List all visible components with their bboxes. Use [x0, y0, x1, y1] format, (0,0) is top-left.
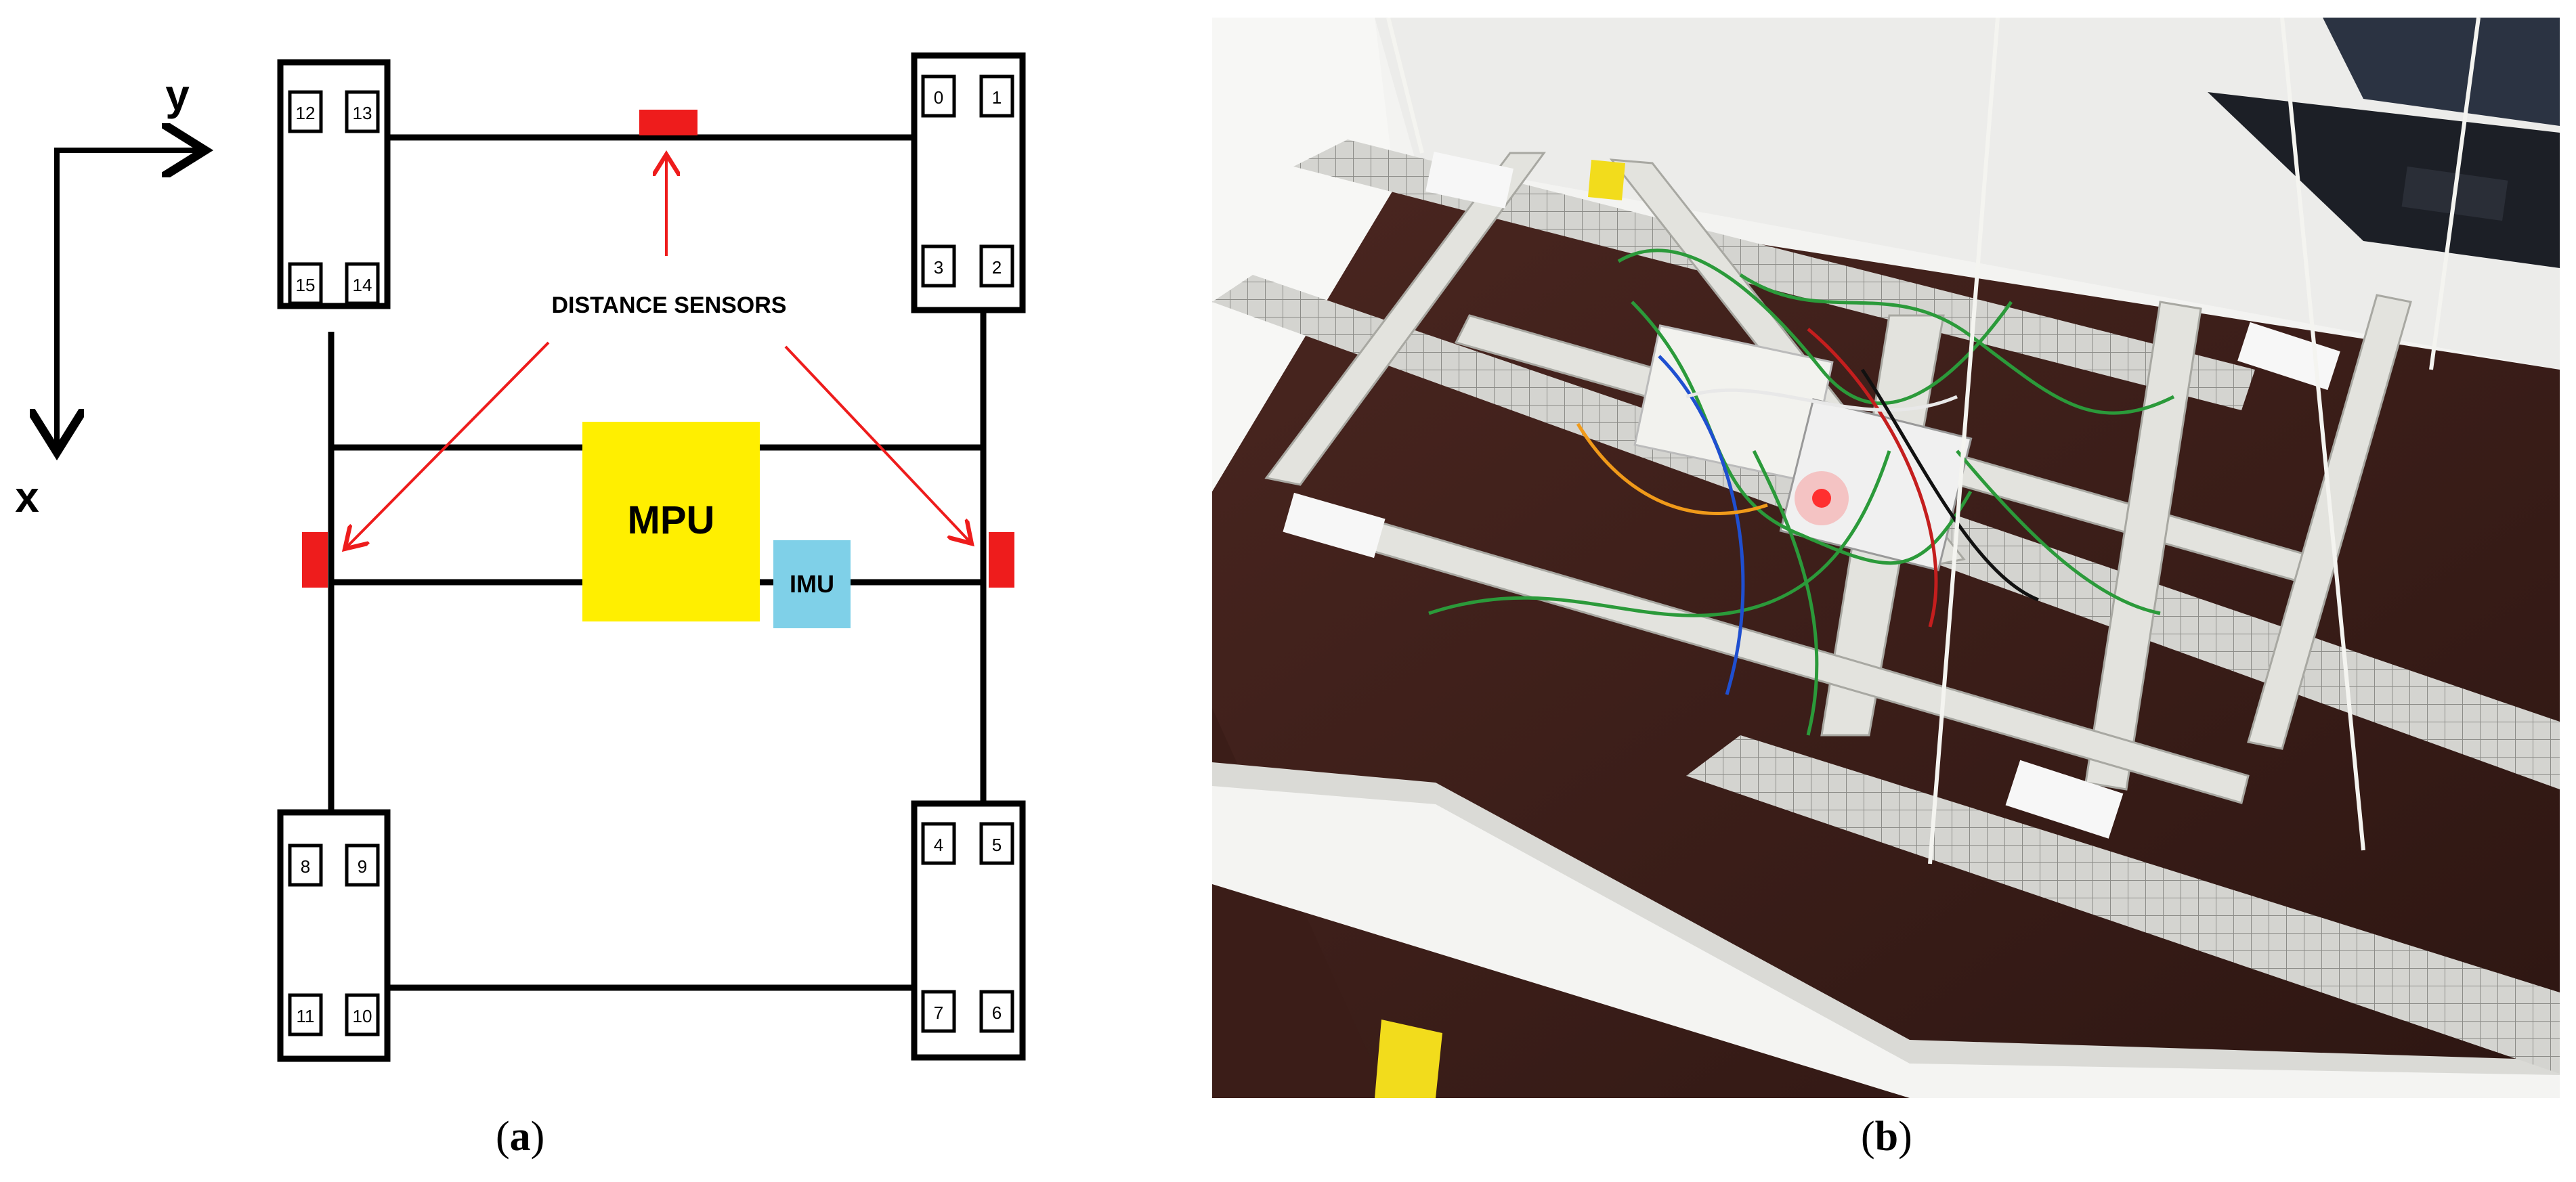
imu-label: IMU — [790, 570, 834, 598]
caption-a: (a) — [496, 1114, 545, 1160]
mpu-block — [582, 422, 760, 621]
cell-label: 3 — [934, 257, 943, 278]
coordinate-axes: y x — [15, 70, 200, 521]
cell-label: 6 — [992, 1003, 1002, 1023]
cell-label: 12 — [296, 103, 316, 123]
grid-rail-bottom — [1686, 735, 2560, 1074]
cell-label: 10 — [353, 1006, 372, 1026]
suspension-strings — [1386, 18, 2481, 864]
prototype-photo-illustration — [1212, 18, 2560, 1098]
distance-sensor-top — [639, 110, 697, 135]
cell-label: 8 — [301, 856, 310, 877]
caption-b-letter: b — [1874, 1114, 1899, 1160]
x-axis-label: x — [15, 473, 39, 521]
wall-left — [1212, 18, 1395, 491]
wall-front — [1212, 783, 2560, 1098]
wheel-mount-tl — [1425, 152, 1514, 209]
cell-label: 11 — [297, 1006, 315, 1026]
cell-label: 0 — [934, 87, 943, 108]
wiring-bundle — [1428, 248, 2175, 736]
caption-b: (b) — [1861, 1114, 1912, 1160]
distance-sensors-label: DISTANCE SENSORS — [552, 292, 787, 318]
cell-label: 14 — [353, 275, 372, 295]
cell-label: 7 — [934, 1003, 943, 1023]
schematic-diagram-panel: y x 12 13 15 14 0 1 3 2 — [0, 0, 1192, 1179]
module-bottom-right: 4 5 7 6 — [911, 800, 1026, 1061]
status-led-glow — [1795, 471, 1849, 525]
yellow-marker-top — [1588, 160, 1625, 200]
sensor-pointer-arrows — [347, 157, 970, 547]
module-top-left: 12 13 15 14 — [277, 59, 391, 309]
distance-sensor-right — [989, 532, 1014, 588]
module-top-right: 0 1 3 2 — [911, 52, 1026, 313]
module-bottom-left: 8 9 11 10 — [277, 809, 391, 1062]
arrow-to-right-sensor — [784, 345, 970, 542]
yellow-marker-bottom — [1375, 1020, 1442, 1098]
cell-label: 1 — [992, 87, 1002, 108]
cell-label: 4 — [934, 835, 943, 855]
wheel-mount-tr — [2237, 322, 2340, 391]
cell-label: 2 — [992, 257, 1002, 278]
distance-sensor-left — [302, 532, 328, 588]
schematic-diagram: y x 12 13 15 14 0 1 3 2 — [15, 52, 1026, 1062]
imu-block — [773, 540, 851, 628]
grid-rail-back — [1293, 139, 2255, 410]
y-axis-label: y — [165, 70, 190, 119]
status-led — [1812, 489, 1831, 508]
cell-label: 9 — [358, 856, 367, 877]
mpu-label: MPU — [628, 498, 715, 542]
prototype-photo — [1212, 18, 2560, 1098]
wheel-mount-bl — [1283, 492, 1386, 559]
arrow-to-left-sensor — [347, 341, 550, 547]
cell-label: 5 — [992, 835, 1002, 855]
cell-label: 13 — [353, 103, 372, 123]
wall-front-top — [1212, 762, 2560, 1075]
laptop-screen — [2323, 18, 2560, 126]
wheel-mount-br — [2005, 760, 2124, 839]
caption-a-letter: a — [509, 1114, 531, 1160]
cell-label: 15 — [296, 275, 316, 295]
